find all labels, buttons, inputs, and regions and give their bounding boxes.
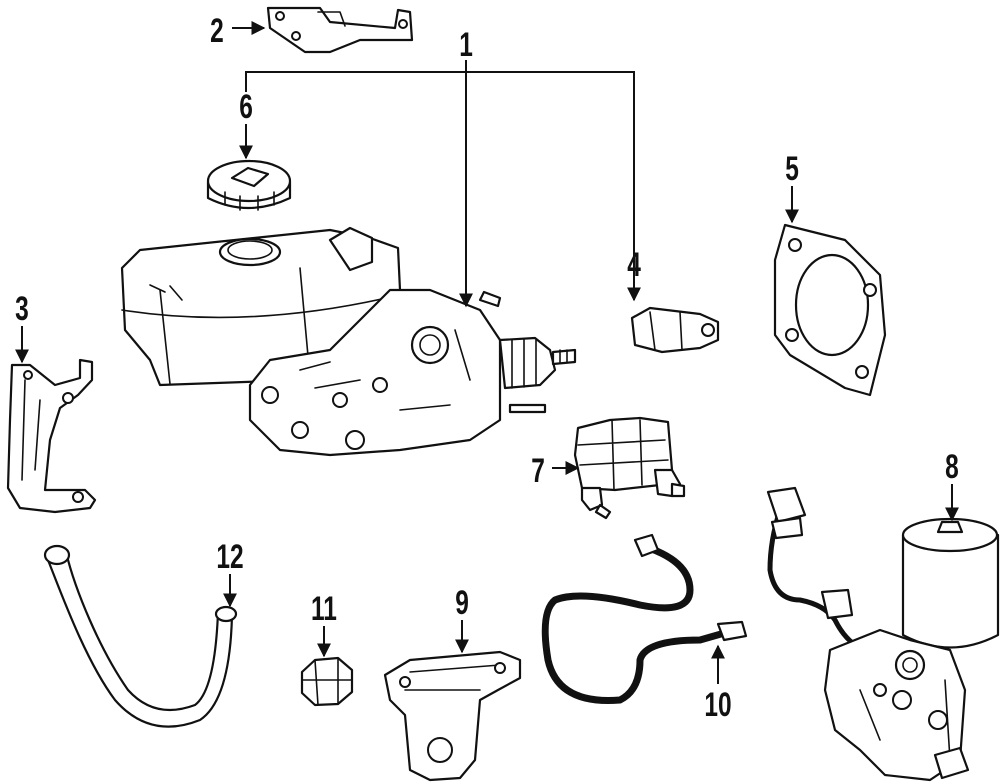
callout-8: 8 bbox=[945, 448, 959, 486]
callout-10: 10 bbox=[704, 686, 731, 724]
callout-6: 6 bbox=[239, 88, 253, 126]
callout-1: 1 bbox=[459, 26, 473, 64]
callout-11: 11 bbox=[311, 590, 337, 628]
callout-4: 4 bbox=[627, 246, 641, 284]
part-1-master-cylinder-assembly[interactable] bbox=[120, 226, 577, 457]
callout-7: 7 bbox=[531, 452, 545, 490]
callout-3: 3 bbox=[15, 290, 29, 328]
callout-2: 2 bbox=[210, 12, 224, 50]
part-12-hose[interactable] bbox=[43, 544, 238, 728]
callout-labels: 1 2 3 4 5 6 7 8 9 10 11 12 bbox=[15, 12, 959, 724]
part-6-reservoir-cap[interactable] bbox=[206, 159, 292, 211]
part-10-pipe[interactable] bbox=[541, 533, 748, 704]
part-4-sensor[interactable] bbox=[630, 306, 720, 354]
part-7-valve-unit[interactable] bbox=[573, 416, 686, 520]
part-3-bracket[interactable] bbox=[6, 358, 97, 514]
part-8-pump-motor[interactable] bbox=[766, 486, 1000, 782]
callout-5: 5 bbox=[785, 150, 799, 188]
part-5-gasket[interactable] bbox=[773, 223, 887, 397]
callout-12: 12 bbox=[216, 538, 243, 576]
leader-lines bbox=[15, 21, 959, 684]
callout-9: 9 bbox=[455, 584, 469, 622]
part-11-grommet[interactable] bbox=[300, 656, 354, 707]
part-2-bracket[interactable] bbox=[266, 6, 414, 54]
part-9-bracket[interactable] bbox=[383, 650, 522, 782]
